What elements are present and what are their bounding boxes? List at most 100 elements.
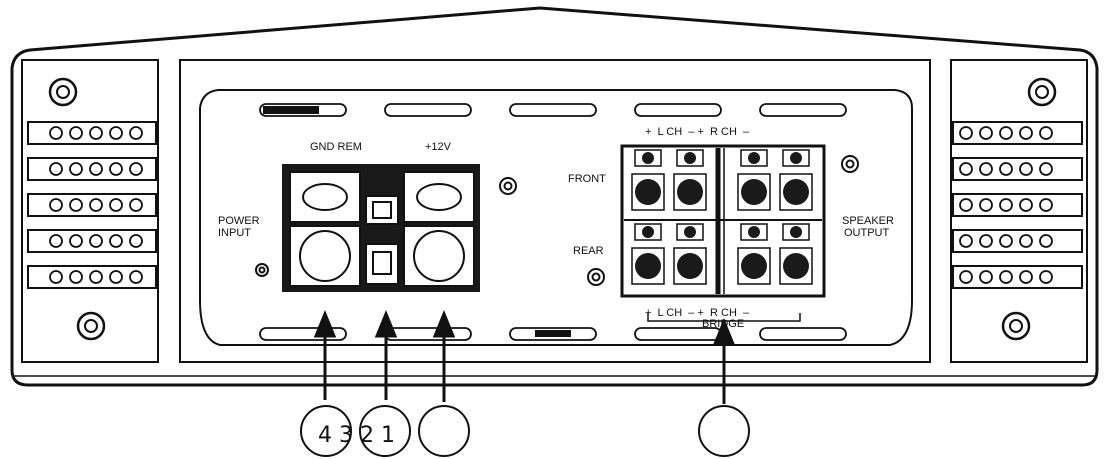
slot-marker <box>535 330 571 337</box>
fin-hole <box>1039 162 1053 176</box>
fuse-marker <box>263 106 319 114</box>
fin-hole <box>129 234 143 248</box>
fin-hole <box>69 198 83 212</box>
heatsink-fin <box>952 193 1083 217</box>
fin-hole <box>959 234 973 248</box>
fin-hole <box>1019 126 1033 140</box>
terminal-screw <box>748 226 760 238</box>
terminal-post <box>677 179 703 205</box>
terminal-screw <box>684 152 696 164</box>
heatsink-fin <box>27 229 157 253</box>
fin-hole <box>129 198 143 212</box>
front-label: FRONT <box>568 173 606 185</box>
heatsink-fin <box>27 121 157 145</box>
terminal-screw <box>684 226 696 238</box>
fin-hole <box>89 198 103 212</box>
bridge-label: BRIDGE <box>702 318 744 330</box>
fin-hole <box>979 270 993 284</box>
terminal-post <box>741 179 767 205</box>
panel-screws <box>255 155 859 286</box>
fin-hole <box>1039 198 1053 212</box>
terminal-post <box>677 253 703 279</box>
fin-hole <box>979 162 993 176</box>
callout-numbers: 4 3 2 1 <box>318 423 395 448</box>
left-heatsink <box>21 59 159 363</box>
fin-hole <box>959 126 973 140</box>
fin-hole <box>49 198 63 212</box>
fin-hole <box>109 198 123 212</box>
heatsink-fin <box>952 157 1083 181</box>
fin-hole <box>69 126 83 140</box>
terminal-post <box>783 253 809 279</box>
fin-hole <box>49 234 63 248</box>
speaker-output-label-2: OUTPUT <box>844 227 890 239</box>
fin-hole <box>49 270 63 284</box>
callout-arrows <box>313 310 736 404</box>
fin-hole <box>999 162 1013 176</box>
center-frame <box>179 59 931 363</box>
fin-hole <box>959 162 973 176</box>
heatsink-fin <box>27 265 157 289</box>
bottom-channel-label: + L CH – + R CH – <box>645 307 750 319</box>
fin-hole <box>1039 270 1053 284</box>
fin-hole <box>109 270 123 284</box>
heatsink-fin <box>952 121 1083 145</box>
callout-circles <box>300 405 750 457</box>
fin-hole <box>1039 234 1053 248</box>
fin-hole <box>69 234 83 248</box>
heatsink-fin <box>952 265 1083 289</box>
power-input-label-1: POWER <box>218 215 260 227</box>
fin-hole <box>999 126 1013 140</box>
fin-hole <box>89 270 103 284</box>
terminal-screw <box>748 152 760 164</box>
fin-hole <box>1019 162 1033 176</box>
fin-hole <box>49 126 63 140</box>
fin-hole <box>89 162 103 176</box>
terminal-post <box>783 179 809 205</box>
terminal-screw <box>642 152 654 164</box>
power-terminal-block <box>282 164 480 292</box>
fin-hole <box>979 198 993 212</box>
fin-hole <box>1019 198 1033 212</box>
fin-hole <box>49 162 63 176</box>
fin-hole <box>89 126 103 140</box>
fin-hole <box>959 198 973 212</box>
housing-outline <box>10 6 1099 387</box>
speaker-output-label-1: SPEAKER <box>842 215 894 227</box>
fin-hole <box>129 162 143 176</box>
heatsink-fin <box>27 157 157 181</box>
fin-hole <box>129 126 143 140</box>
plus12v-label: +12V <box>425 141 452 153</box>
fin-hole <box>979 234 993 248</box>
vent-slots <box>259 103 847 341</box>
fin-hole <box>999 198 1013 212</box>
terminal-post <box>741 253 767 279</box>
inner-panel <box>199 89 913 346</box>
power-input-label-2: INPUT <box>218 227 251 239</box>
top-channel-label: + L CH – + R CH – <box>645 126 750 138</box>
terminal-screw <box>790 226 802 238</box>
fin-hole <box>999 270 1013 284</box>
fin-hole <box>89 234 103 248</box>
rear-label: REAR <box>573 245 604 257</box>
fin-hole <box>129 270 143 284</box>
fin-hole <box>109 234 123 248</box>
gnd-rem-label: GND REM <box>310 141 362 153</box>
fin-hole <box>1019 270 1033 284</box>
fin-hole <box>959 270 973 284</box>
heatsink-fin <box>27 193 157 217</box>
speaker-terminal-block <box>620 144 826 298</box>
terminal-post <box>635 179 661 205</box>
fin-hole <box>69 270 83 284</box>
fin-hole <box>109 126 123 140</box>
right-heatsink <box>950 59 1088 363</box>
heatsink-fin <box>952 229 1083 253</box>
terminal-screw <box>790 152 802 164</box>
fin-hole <box>979 126 993 140</box>
fin-hole <box>1039 126 1053 140</box>
terminal-screw <box>642 226 654 238</box>
fin-hole <box>1019 234 1033 248</box>
fin-hole <box>69 162 83 176</box>
